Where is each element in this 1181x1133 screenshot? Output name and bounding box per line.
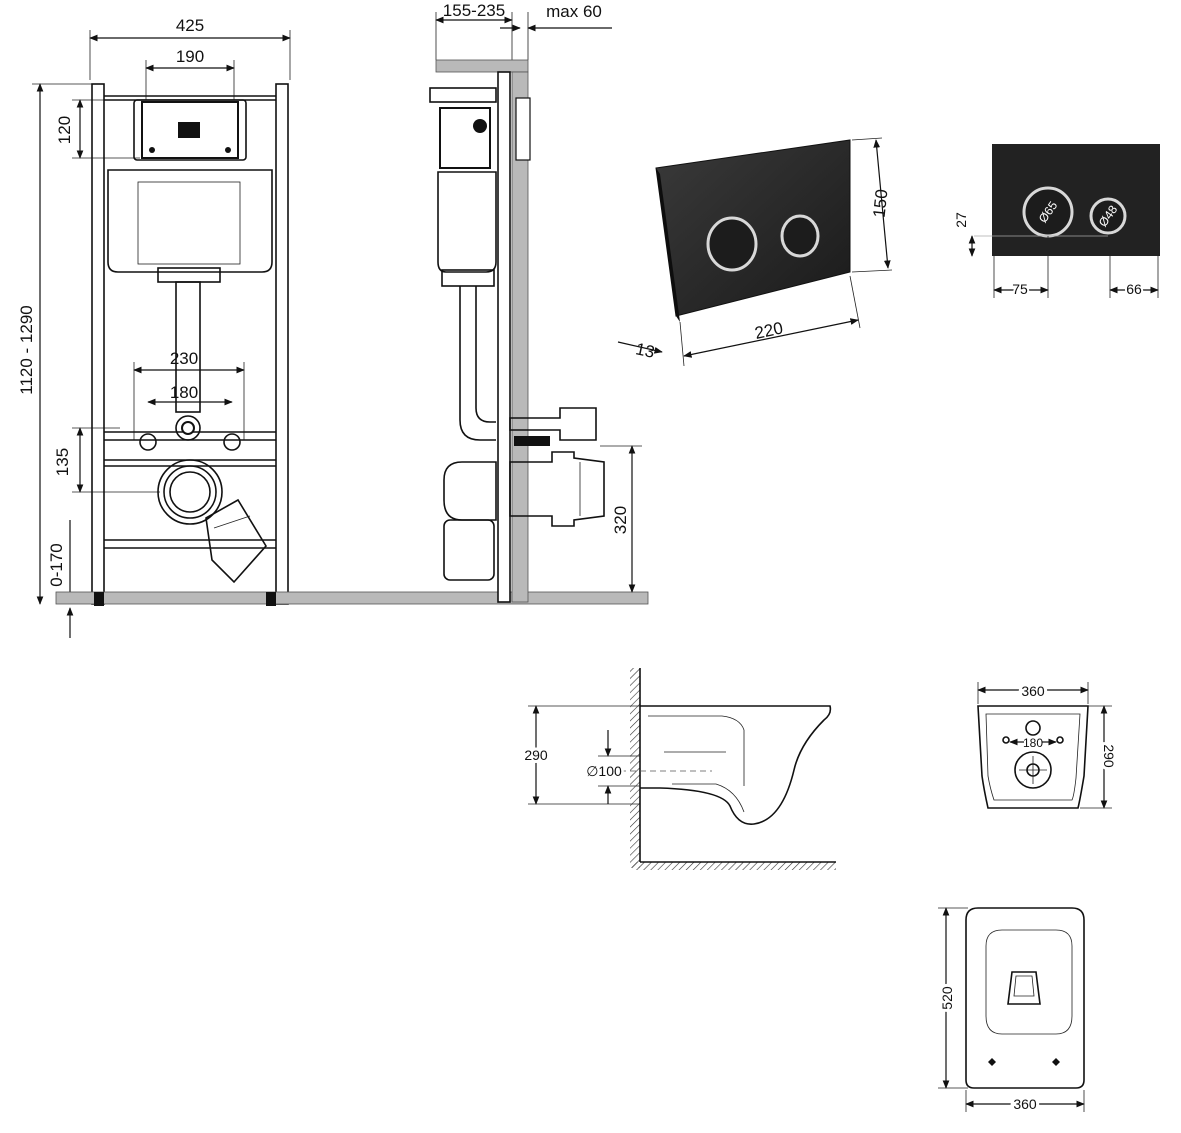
- flush-plate-perspective: 150 220 13: [617, 137, 893, 367]
- bowl-back-outline: [977, 705, 1089, 809]
- dim-plate-thickness: 13: [634, 339, 656, 362]
- wall-section: [511, 71, 529, 603]
- dim-frame-height: 1120 - 1290: [17, 305, 36, 394]
- dim-max-depth: max 60: [546, 2, 602, 21]
- dim-frame-width: 425: [176, 16, 204, 35]
- flush-button-large: [706, 216, 758, 272]
- flush-plate-front-panel: [992, 144, 1160, 256]
- bowl-side-outline: [640, 705, 832, 825]
- drain-outlet: [157, 459, 223, 525]
- dim-bolt-spacing: 180: [1023, 736, 1043, 750]
- dim-outlet-diameter: ∅100: [586, 763, 622, 779]
- flush-button-small: [780, 214, 820, 258]
- dim-back-height: 290: [1101, 744, 1117, 768]
- flush-plate: [655, 139, 851, 317]
- dim-pipe-inner: 180: [170, 383, 198, 402]
- drain-connector: [509, 451, 605, 527]
- dim-side-depth: 155-235: [443, 1, 505, 20]
- dim-plate-width: 220: [753, 318, 785, 342]
- dim-button-right: 66: [1126, 281, 1142, 297]
- button-small-front: [1089, 197, 1127, 235]
- frame-upright-left: [91, 83, 105, 605]
- dim-foot-adjust: 0-170: [47, 543, 66, 586]
- dim-bowl-height: 290: [524, 747, 548, 763]
- dim-button-vertical: 27: [953, 212, 969, 228]
- dim-plate-width: 190: [176, 47, 204, 66]
- bowl-top-view: 520 360: [936, 907, 1085, 1115]
- dim-outlet-center: 320: [611, 506, 630, 534]
- frame-front-view: 425 190 1120 - 1290 120 230 180 135 0-17…: [17, 16, 649, 638]
- dim-outlet-height: 135: [53, 448, 72, 476]
- dim-plate-height: 150: [870, 188, 892, 218]
- bowl-top-outline: [965, 907, 1085, 1089]
- dim-back-width: 360: [1021, 683, 1045, 699]
- bowl-back-view: 360 180 290: [977, 680, 1120, 809]
- bowl-side-view: 290 ∅100: [521, 668, 836, 870]
- dim-top-width: 360: [1013, 1096, 1037, 1112]
- dim-pipe-outer: 230: [170, 349, 198, 368]
- frame-side-view: 155-235 max 60 320: [429, 1, 642, 603]
- frame-upright-right: [275, 83, 289, 605]
- cistern-side: [437, 171, 497, 273]
- flush-pipe: [175, 281, 201, 413]
- dim-button-left: 75: [1012, 281, 1028, 297]
- dim-top-offset: 120: [55, 116, 74, 144]
- cistern: [107, 169, 273, 273]
- floor-line: [55, 591, 649, 605]
- dim-top-length: 520: [939, 986, 955, 1010]
- flush-plate-front: Ø65 Ø48 27 75 66: [953, 144, 1160, 299]
